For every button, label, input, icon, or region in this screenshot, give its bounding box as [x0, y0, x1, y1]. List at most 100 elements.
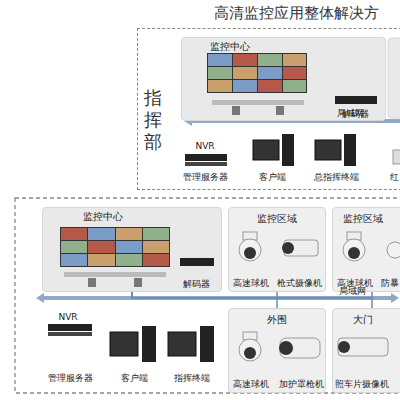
pc-tower — [282, 134, 294, 166]
area-title: 外围 — [267, 314, 287, 326]
area-box: 监控区域高速球机防暴 — [332, 207, 400, 292]
camera-body — [239, 339, 261, 361]
device-label: 解码器 — [342, 109, 369, 120]
screen — [61, 228, 87, 240]
screen — [233, 54, 257, 66]
video-wall-frame — [207, 53, 307, 93]
nvr-device — [185, 162, 227, 166]
camera-body — [239, 239, 261, 261]
screen — [88, 254, 115, 266]
camera-lens — [244, 347, 256, 359]
bullet-camera — [282, 240, 318, 256]
device-label: 枪式摄像机 — [277, 278, 322, 289]
device-label: 客户端 — [121, 372, 148, 385]
screen — [258, 67, 282, 79]
screen — [88, 241, 115, 253]
lan-connector — [132, 292, 277, 308]
device-label: NVR — [58, 312, 77, 322]
area-box: 监控中心解码器 — [42, 207, 222, 292]
area-title: 监控区域 — [257, 213, 297, 225]
screen — [116, 254, 142, 266]
device-label: 客户端 — [259, 171, 286, 184]
chair — [232, 106, 240, 115]
partial-box — [388, 38, 400, 118]
device-label: 解码器 — [183, 279, 210, 290]
pc-monitor — [168, 332, 196, 356]
video-wall — [60, 227, 170, 287]
pc-monitor — [110, 332, 138, 356]
screen — [61, 254, 87, 266]
dome-camera — [239, 232, 261, 261]
chair — [88, 278, 96, 287]
video-wall-frame — [60, 227, 170, 267]
screen — [258, 80, 282, 92]
area-box: 外围高速球机加护罩枪机 — [228, 308, 326, 393]
plate-camera — [338, 338, 388, 356]
device-label: 红 — [390, 171, 399, 184]
area-box: 大门照车片摄像机 — [332, 308, 400, 393]
camera-lens — [279, 341, 293, 355]
screen — [283, 80, 306, 92]
camera-housing — [280, 338, 320, 358]
video-wall — [207, 53, 307, 115]
pc-monitor — [253, 140, 279, 160]
lan-connector — [132, 292, 372, 308]
area-title: 指挥部 — [144, 87, 164, 153]
screen — [143, 254, 169, 266]
area-box: 监控中心解码器 — [181, 37, 386, 121]
pc-tower — [200, 326, 214, 362]
decoder-device — [180, 258, 214, 266]
camera-mount — [347, 232, 361, 240]
nvr-device — [185, 154, 227, 161]
camera-lens — [244, 247, 256, 259]
pc-tower — [142, 326, 156, 362]
screen — [208, 54, 232, 66]
area-title: 监控区域 — [343, 213, 383, 225]
camera-symbol — [393, 150, 400, 164]
decoder-device — [335, 96, 377, 104]
section-frame: 指挥部监控中心解码器 — [137, 28, 400, 190]
lan-arrowhead — [36, 293, 44, 303]
area-box: 监控区域高速球机枪式摄像机 — [228, 207, 326, 292]
dome-camera — [239, 332, 261, 361]
dome-camera — [343, 232, 365, 261]
screen — [208, 67, 232, 79]
screen — [233, 67, 257, 79]
device-label: 高速球机 — [337, 278, 373, 289]
dome-camera — [387, 242, 400, 258]
device-label: 总指挥终端 — [314, 171, 359, 184]
screen — [208, 80, 232, 92]
device-label: 加护罩枪机 — [279, 379, 324, 390]
chair — [276, 106, 284, 115]
console-desk — [64, 272, 166, 277]
screen — [61, 241, 87, 253]
screen — [233, 80, 257, 92]
housed-camera — [279, 338, 320, 358]
screen — [116, 228, 142, 240]
lan-arrowhead — [391, 293, 399, 303]
screen — [283, 54, 306, 66]
nvr-device — [48, 332, 92, 336]
diagram-title: 高清监控应用整体解决方 — [214, 4, 379, 23]
device-label: 管理服务器 — [48, 372, 93, 385]
chair — [134, 278, 142, 287]
console-desk — [212, 100, 304, 105]
device-label: 高速球机 — [233, 379, 269, 390]
camera-mount — [243, 332, 257, 340]
camera-lens — [338, 341, 350, 353]
lan-bus — [42, 296, 392, 300]
camera-body — [343, 239, 365, 261]
screen — [143, 228, 169, 240]
area-title: 监控中心 — [83, 211, 123, 223]
screen — [88, 228, 115, 240]
nvr-device — [48, 324, 92, 331]
lan-connector — [132, 292, 277, 298]
camera-lens — [348, 247, 360, 259]
device-label: 照车片摄像机 — [335, 379, 389, 390]
device-label: 管理服务器 — [183, 171, 228, 184]
device-label: 指挥终端 — [174, 372, 210, 385]
pc-tower — [344, 134, 356, 166]
screen — [116, 241, 142, 253]
